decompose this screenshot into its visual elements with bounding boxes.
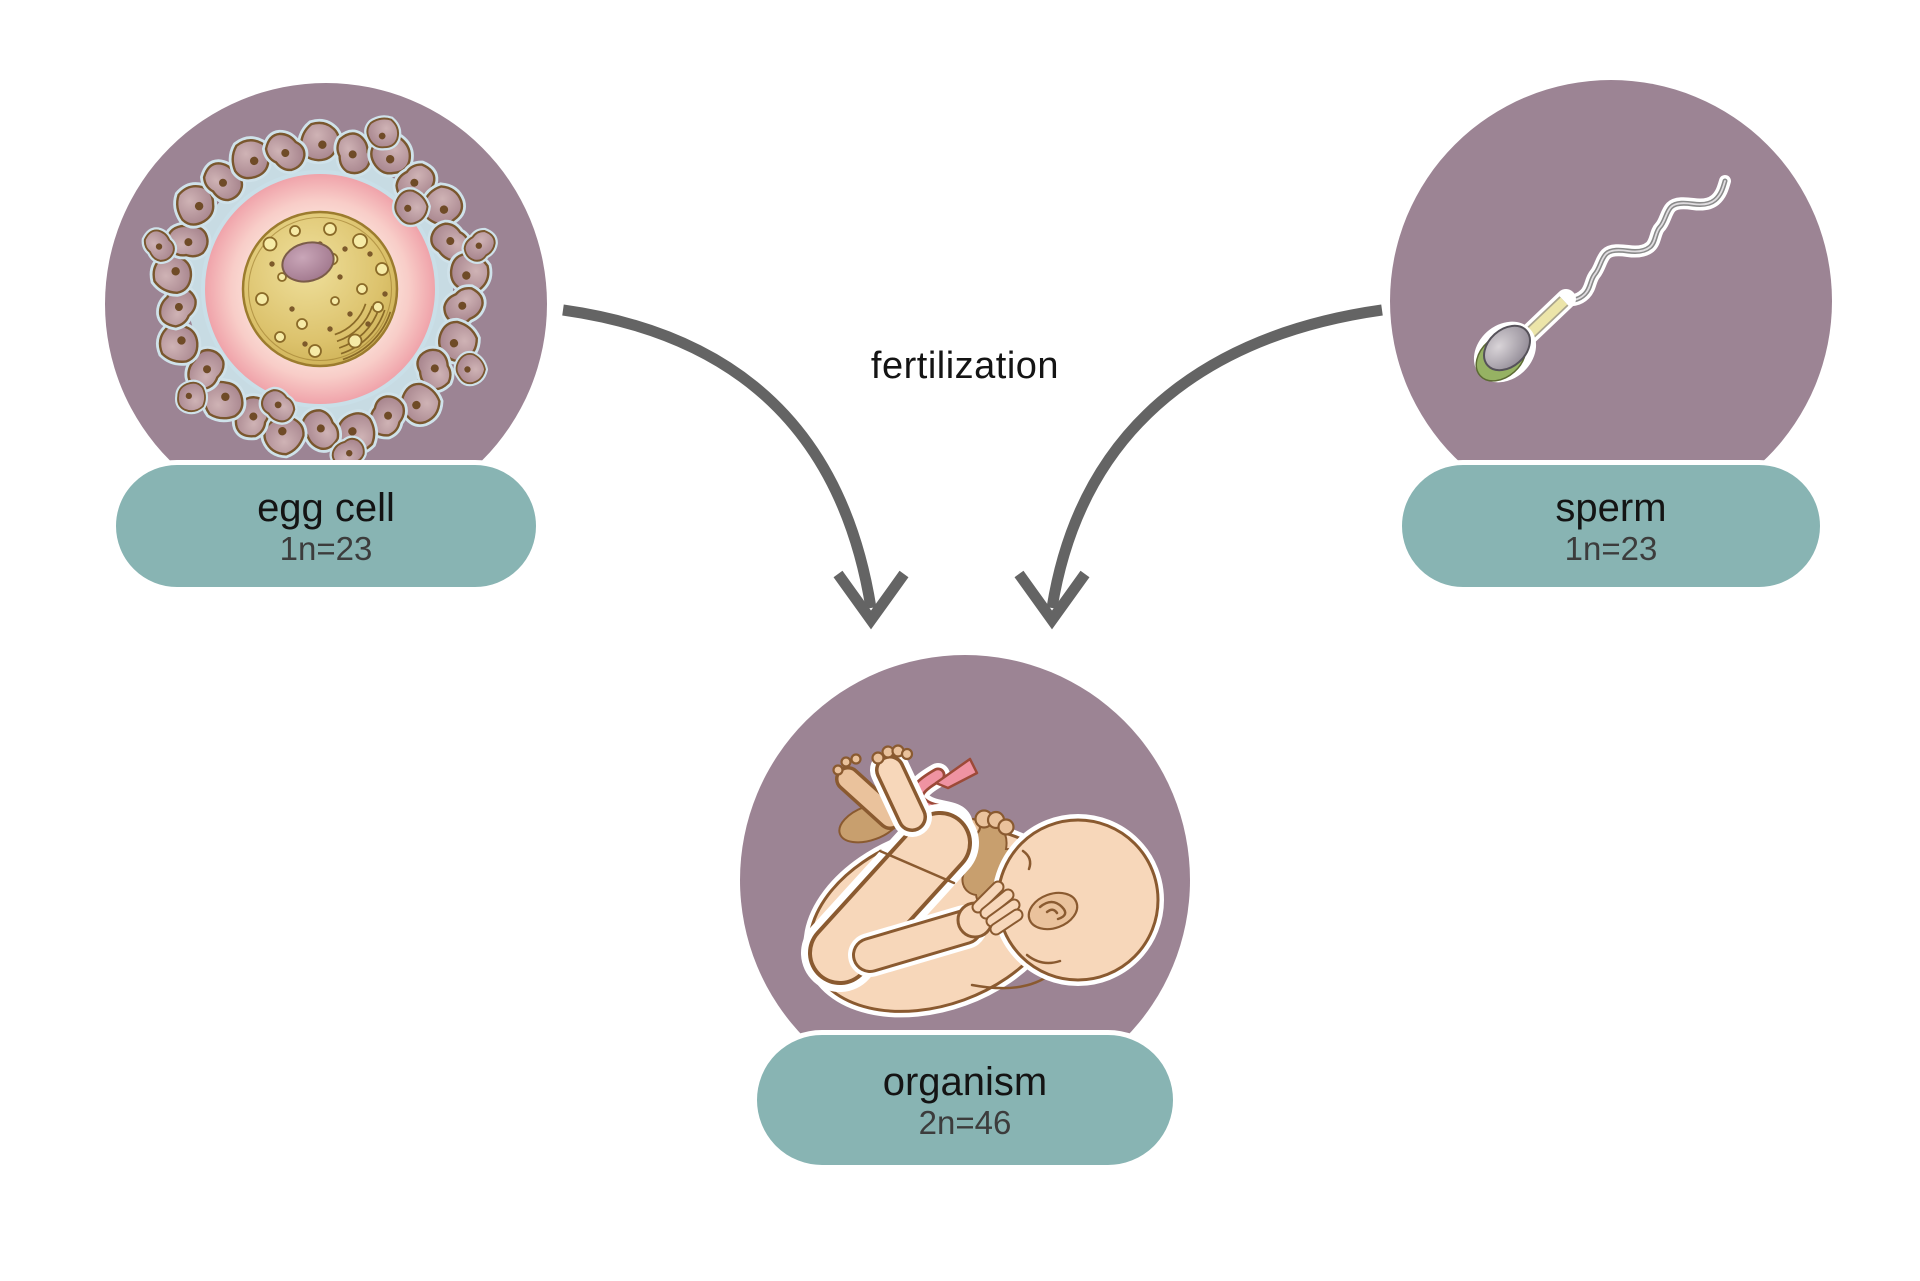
sperm-circle bbox=[1390, 80, 1832, 522]
ooplasm bbox=[241, 210, 399, 368]
sperm-head bbox=[1473, 321, 1537, 383]
egg-label-pill: egg cell 1n=23 bbox=[111, 460, 541, 592]
sperm-label-pill: sperm 1n=23 bbox=[1397, 460, 1825, 592]
egg-circle bbox=[105, 83, 547, 525]
fetus-back-foot bbox=[832, 753, 903, 830]
egg-cell-illustration bbox=[105, 83, 547, 525]
sperm-label: sperm bbox=[1555, 486, 1667, 530]
fetus-left-hand bbox=[962, 809, 1015, 837]
sperm-tail bbox=[1557, 175, 1731, 307]
egg-nucleus bbox=[281, 241, 335, 283]
organism-label: organism bbox=[882, 1060, 1048, 1104]
fetus-head bbox=[992, 814, 1164, 986]
fetus-arm-hand bbox=[848, 880, 1024, 977]
egg-label: egg cell bbox=[257, 486, 395, 530]
fetus-leg bbox=[801, 804, 979, 992]
organism-ploidy: 2n=46 bbox=[918, 1104, 1012, 1141]
sperm-ploidy: 1n=23 bbox=[1564, 530, 1658, 567]
fetus-illustration bbox=[801, 744, 1164, 1018]
fetus-front-foot bbox=[870, 744, 932, 837]
egg-node: egg cell 1n=23 bbox=[105, 83, 547, 603]
fertilization-label: fertilization bbox=[870, 345, 1060, 387]
organism-label-pill: organism 2n=46 bbox=[752, 1030, 1178, 1170]
egg-ploidy: 1n=23 bbox=[279, 530, 373, 567]
organism-node: organism 2n=46 bbox=[740, 655, 1190, 1185]
arrow-sperm-to-organism bbox=[1014, 304, 1383, 630]
sperm-node: sperm 1n=23 bbox=[1390, 80, 1832, 600]
sperm-illustration bbox=[1473, 175, 1731, 383]
ear bbox=[1027, 891, 1079, 931]
arrow-egg-to-organism bbox=[562, 304, 909, 630]
